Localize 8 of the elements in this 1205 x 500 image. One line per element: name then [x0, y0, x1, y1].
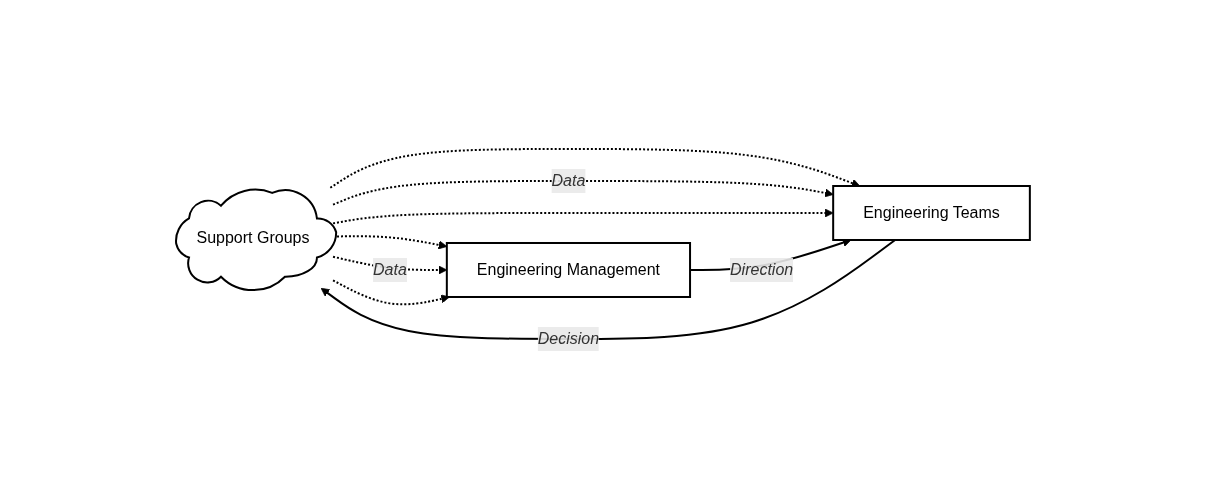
arrow [331, 279, 450, 306]
edge-label: Direction [729, 260, 793, 278]
edge-label: Data [372, 260, 407, 278]
arrow [328, 148, 860, 189]
node-box: Engineering Teams [831, 185, 1031, 241]
node-box: Engineering Management [445, 242, 691, 298]
edge-label: Decision [537, 329, 599, 347]
edge-label: Data [551, 172, 585, 189]
